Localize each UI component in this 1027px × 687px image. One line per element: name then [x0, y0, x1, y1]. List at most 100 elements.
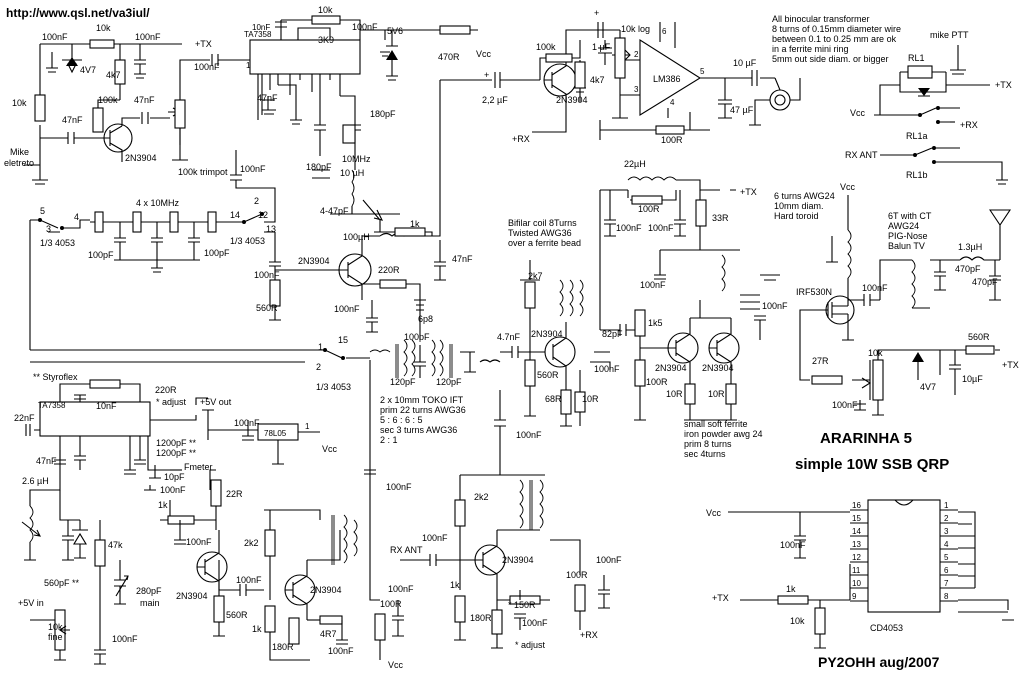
svg-text:120pF: 120pF [436, 377, 462, 387]
svg-text:470pF: 470pF [955, 264, 981, 274]
header-url: http://www.qsl.net/va3iul/ [6, 6, 150, 20]
svg-text:100R: 100R [566, 570, 588, 580]
svg-text:10R: 10R [666, 389, 683, 399]
svg-text:+RX: +RX [960, 120, 978, 130]
svg-text:Balun TV: Balun TV [888, 241, 925, 251]
svg-text:prim 22 turns AWG36: prim 22 turns AWG36 [380, 405, 466, 415]
svg-text:1k: 1k [450, 580, 460, 590]
svg-text:5: 5 [700, 67, 705, 76]
svg-text:over a ferrite bead: over a ferrite bead [508, 238, 581, 248]
svg-text:100nF: 100nF [135, 32, 161, 42]
svg-text:100pF: 100pF [204, 248, 230, 258]
svg-text:10nF: 10nF [252, 23, 270, 32]
svg-text:2N3904: 2N3904 [298, 256, 330, 266]
ta7358-top: TA7358 10nF 10k 3K9 100nF 5V6 470R Vcc 1… [179, 5, 492, 233]
svg-text:1 µF: 1 µF [592, 42, 611, 52]
svg-text:* 150R: * 150R [508, 600, 536, 610]
title-line-2: simple 10W SSB QRP [795, 456, 949, 473]
svg-text:100nF: 100nF [616, 223, 642, 233]
cd4053-pin-number: 7 [944, 579, 949, 588]
svg-text:47 µF: 47 µF [730, 105, 754, 115]
svg-text:560R: 560R [256, 303, 278, 313]
svg-text:100nF: 100nF [388, 584, 414, 594]
svg-text:100nF: 100nF [780, 540, 806, 550]
svg-text:2: 2 [316, 362, 321, 372]
svg-text:+5V in: +5V in [18, 598, 44, 608]
svg-text:10pF: 10pF [164, 472, 185, 482]
svg-text:560pF **: 560pF ** [44, 578, 80, 588]
svg-text:LM386: LM386 [653, 74, 681, 84]
svg-text:2N3904: 2N3904 [702, 363, 734, 373]
cd4053-pin-number: 5 [944, 553, 949, 562]
svg-text:2N3904: 2N3904 [655, 363, 687, 373]
rx-input-stage: 100nF 2k2 RX ANT 100nF 2N3904 1k * 150R … [390, 390, 622, 650]
svg-text:Vcc: Vcc [388, 660, 404, 670]
svg-text:4V7: 4V7 [80, 65, 96, 75]
svg-text:180R: 180R [470, 613, 492, 623]
svg-text:2N3904: 2N3904 [556, 95, 588, 105]
svg-text:1k: 1k [158, 500, 168, 510]
cd4053-pin-number: 2 [944, 514, 949, 523]
svg-text:All binocular transformer: All binocular transformer [772, 14, 870, 24]
svg-text:68R: 68R [545, 394, 562, 404]
svg-text:1200pF **: 1200pF ** [156, 448, 197, 458]
svg-text:100nF: 100nF [240, 164, 266, 174]
svg-text:4.7nF: 4.7nF [497, 332, 521, 342]
svg-text:100k: 100k [98, 95, 118, 105]
svg-text:Bifilar coil 8Turns: Bifilar coil 8Turns [508, 218, 577, 228]
svg-text:CD4053: CD4053 [870, 623, 903, 633]
svg-text:2N3904: 2N3904 [310, 585, 342, 595]
svg-text:100nF: 100nF [234, 418, 260, 428]
cd4053-pin-number: 9 [852, 592, 857, 601]
svg-text:1k: 1k [786, 584, 796, 594]
svg-text:100nF: 100nF [112, 634, 138, 644]
svg-text:1k: 1k [252, 624, 262, 634]
svg-text:2k2: 2k2 [244, 538, 259, 548]
svg-text:fine: fine [48, 632, 63, 642]
svg-text:4R7: 4R7 [320, 629, 337, 639]
svg-text:33R: 33R [712, 213, 729, 223]
svg-text:in a ferrite mini ring: in a ferrite mini ring [772, 44, 849, 54]
svg-text:** Styroflex: ** Styroflex [33, 372, 78, 382]
svg-text:6p8: 6p8 [418, 314, 433, 324]
author-credit: PY2OHH aug/2007 [818, 654, 940, 670]
cd4053-pin-number: 15 [852, 514, 861, 523]
svg-text:6T with CT: 6T with CT [888, 211, 932, 221]
svg-text:4-47pF: 4-47pF [320, 206, 349, 216]
svg-text:100nF: 100nF [236, 575, 262, 585]
relay-section: mike PTT RL1 +TX Vcc +RX RL1a RX ANT RL1… [845, 30, 1012, 185]
svg-text:2N3904: 2N3904 [125, 153, 157, 163]
svg-text:Fmeter: Fmeter [184, 462, 213, 472]
carrier-osc: 2N3904 100µH 1k 220R 100nF 47nF 6p8 [275, 80, 473, 340]
svg-text:470pF: 470pF [972, 277, 998, 287]
svg-text:Twisted AWG36: Twisted AWG36 [508, 228, 572, 238]
svg-text:2N3904: 2N3904 [176, 591, 208, 601]
title-line-1: ARARINHA 5 [820, 430, 912, 447]
cd4053-pin-number: 16 [852, 501, 861, 510]
svg-text:+RX: +RX [512, 134, 530, 144]
svg-text:small soft ferrite: small soft ferrite [684, 419, 748, 429]
svg-text:Mike: Mike [10, 147, 29, 157]
svg-text:4 x 10MHz: 4 x 10MHz [136, 198, 180, 208]
svg-text:10R: 10R [582, 394, 599, 404]
svg-text:47nF: 47nF [134, 95, 155, 105]
svg-text:100k: 100k [536, 42, 556, 52]
svg-text:Vcc: Vcc [706, 508, 722, 518]
svg-text:560R: 560R [226, 610, 248, 620]
svg-text:13: 13 [266, 224, 276, 234]
svg-text:+: + [594, 8, 599, 18]
svg-text:2: 2 [634, 50, 639, 59]
svg-text:47nF: 47nF [257, 93, 278, 103]
svg-text:100nF: 100nF [352, 22, 378, 32]
svg-text:sec 4turns: sec 4turns [684, 449, 726, 459]
svg-text:22nF: 22nF [14, 413, 35, 423]
svg-text:5V6: 5V6 [387, 26, 403, 36]
svg-text:1k5: 1k5 [648, 318, 663, 328]
svg-text:100nF: 100nF [42, 32, 68, 42]
svg-text:4k7: 4k7 [590, 75, 605, 85]
svg-text:10nF: 10nF [96, 401, 117, 411]
svg-text:100pF: 100pF [404, 332, 430, 342]
svg-text:470R: 470R [438, 52, 460, 62]
